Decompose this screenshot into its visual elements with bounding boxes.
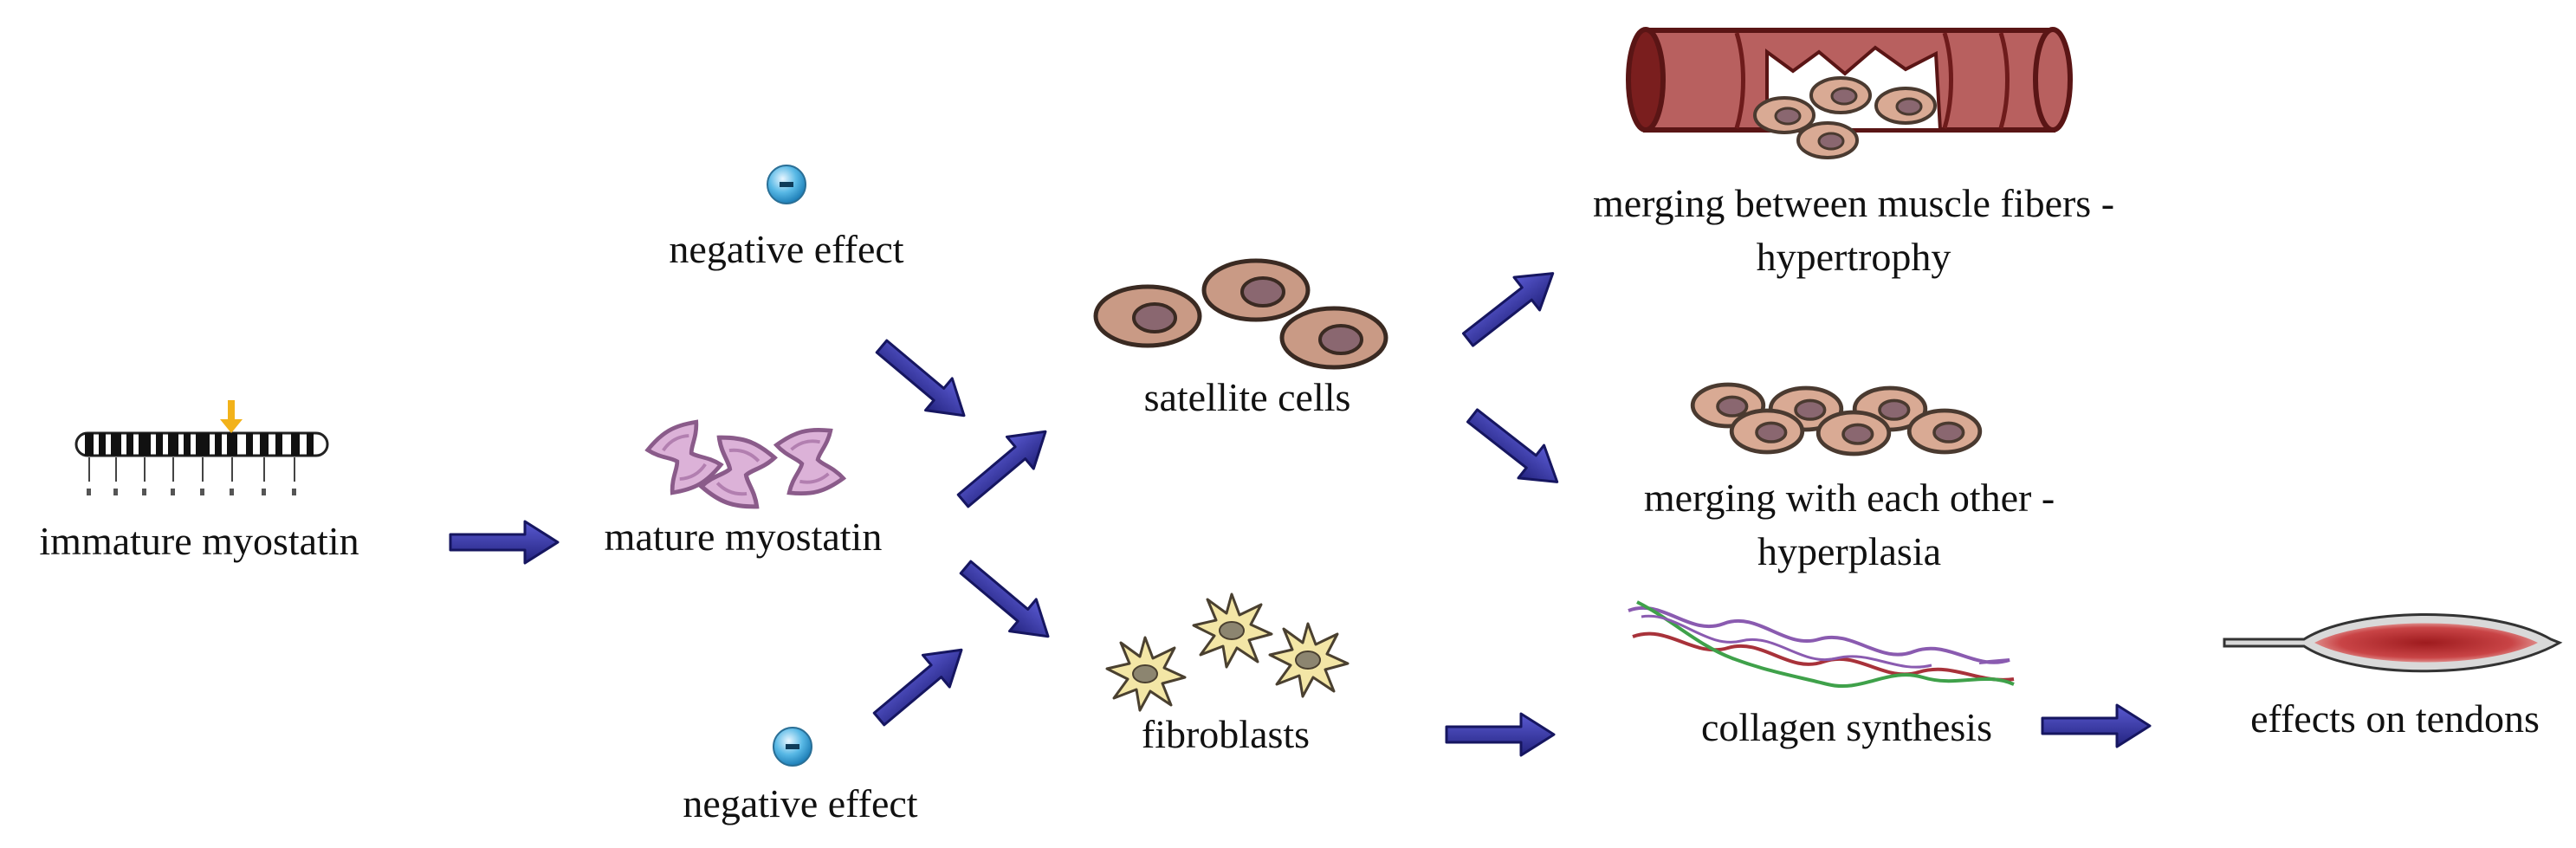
gene-locus-arrow-icon (220, 400, 243, 433)
merged-cells-icon (1693, 385, 1980, 454)
tendon-muscle-icon (2223, 613, 2563, 673)
minus-icon (773, 727, 812, 767)
satellite-cells-icon (1096, 261, 1386, 367)
arrow-icon (1453, 256, 1567, 358)
mature-myostatin-icon (644, 417, 845, 513)
arrow-icon (449, 520, 560, 565)
negative-effect-top-label: negative effect (669, 227, 903, 271)
muscle-fiber-icon (1626, 27, 2073, 159)
hypertrophy-label-line1: merging between muscle fibers - (1593, 181, 2114, 225)
arrow-icon (1458, 398, 1571, 500)
arrow-icon (948, 414, 1060, 518)
arrow-icon (951, 550, 1063, 654)
hyperplasia-label-line2: hyperplasia (1757, 529, 1941, 573)
minus-icon (767, 165, 806, 204)
effects-on-tendons-label: effects on tendons (2250, 696, 2540, 741)
fibroblasts-icon (1105, 592, 1349, 712)
collagen-fibers-icon (1628, 600, 2015, 689)
hyperplasia-label-line1: merging with each other - (1644, 476, 2055, 520)
mature-myostatin-label: mature myostatin (605, 515, 883, 559)
arrow-icon (1445, 712, 1556, 757)
arrow-icon (867, 329, 979, 433)
satellite-cells-label: satellite cells (1144, 375, 1351, 419)
collagen-synthesis-label: collagen synthesis (1701, 705, 1992, 749)
negative-effect-bottom-label: negative effect (683, 781, 917, 825)
chromosome-icon (74, 431, 329, 495)
fibroblasts-label: fibroblasts (1142, 712, 1310, 756)
hypertrophy-label-line2: hypertrophy (1757, 235, 1951, 279)
arrow-icon (864, 632, 976, 736)
arrow-icon (2041, 703, 2152, 748)
immature-myostatin-label: immature myostatin (39, 519, 359, 563)
